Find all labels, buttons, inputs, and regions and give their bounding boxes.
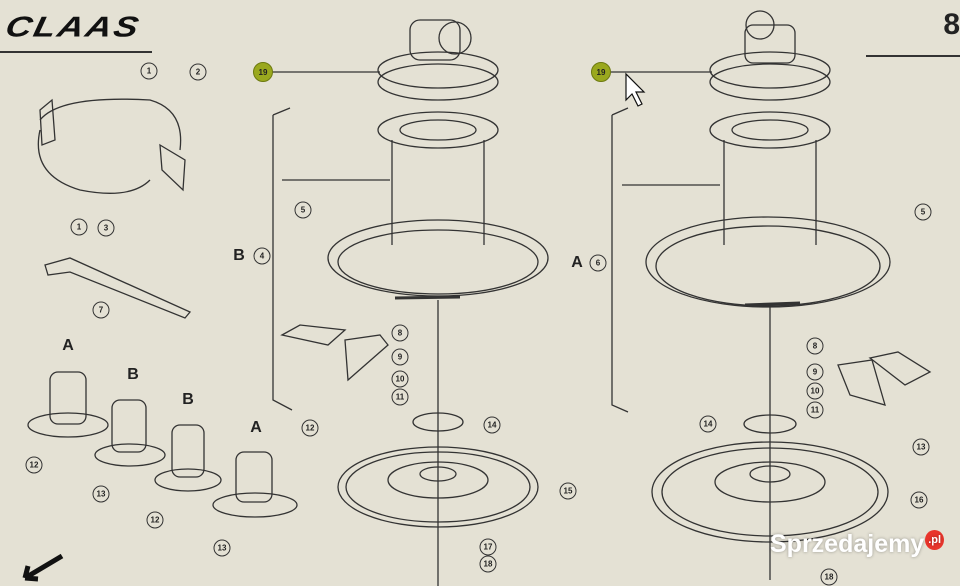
- callout-12[interactable]: 12: [301, 419, 319, 437]
- key-tool-part: [44, 257, 192, 319]
- variant-letter-a: A: [571, 254, 583, 271]
- callout-4[interactable]: 4: [253, 247, 271, 265]
- callout-8[interactable]: 8: [806, 337, 824, 355]
- callout-9[interactable]: 9: [806, 363, 824, 381]
- mower-unit-variants: [27, 371, 298, 518]
- variant-letter-b: B: [233, 247, 245, 264]
- watermark-text: Sprzedajemy: [770, 530, 925, 558]
- callout-19-highlighted[interactable]: 19: [253, 62, 273, 82]
- callout-13[interactable]: 13: [912, 438, 930, 456]
- callout-11[interactable]: 11: [391, 388, 409, 406]
- variant-letter-a: A: [250, 419, 262, 436]
- callout-14[interactable]: 14: [483, 416, 501, 434]
- watermark: Sprzedajemy.pl: [770, 530, 945, 559]
- callout-10[interactable]: 10: [806, 382, 824, 400]
- variant-letter-b: B: [182, 391, 194, 408]
- disc-assembly-b: [272, 19, 549, 586]
- callout-7[interactable]: 7: [92, 301, 110, 319]
- callout-15[interactable]: 15: [559, 482, 577, 500]
- callout-16[interactable]: 16: [910, 491, 928, 509]
- callout-14[interactable]: 14: [699, 415, 717, 433]
- callout-18[interactable]: 18: [820, 568, 838, 586]
- callout-12[interactable]: 12: [146, 511, 164, 529]
- variant-letter-b: B: [127, 366, 139, 383]
- page-number: 8: [943, 8, 960, 41]
- callout-18[interactable]: 18: [479, 555, 497, 573]
- clamp-part: [37, 98, 186, 194]
- callout-2[interactable]: 2: [189, 63, 207, 81]
- callout-3[interactable]: 3: [97, 219, 115, 237]
- watermark-suffix: .pl: [925, 530, 945, 550]
- callout-19-highlighted[interactable]: 19: [591, 62, 611, 82]
- callout-8[interactable]: 8: [391, 324, 409, 342]
- callout-11[interactable]: 11: [806, 401, 824, 419]
- callout-17[interactable]: 17: [479, 538, 497, 556]
- callout-1[interactable]: 1: [140, 62, 158, 80]
- callout-9[interactable]: 9: [391, 348, 409, 366]
- back-arrow-icon[interactable]: [22, 553, 64, 582]
- callout-5[interactable]: 5: [294, 201, 312, 219]
- callout-5[interactable]: 5: [914, 203, 932, 221]
- callout-13[interactable]: 13: [213, 539, 231, 557]
- mouse-cursor-icon: [625, 72, 646, 107]
- variant-letter-a: A: [62, 337, 74, 354]
- callout-10[interactable]: 10: [391, 370, 409, 388]
- disc-assembly-a: [272, 10, 932, 580]
- callout-12[interactable]: 12: [25, 456, 43, 474]
- callout-6[interactable]: 6: [589, 254, 607, 272]
- callout-13[interactable]: 13: [92, 485, 110, 503]
- callout-1[interactable]: 1: [70, 218, 88, 236]
